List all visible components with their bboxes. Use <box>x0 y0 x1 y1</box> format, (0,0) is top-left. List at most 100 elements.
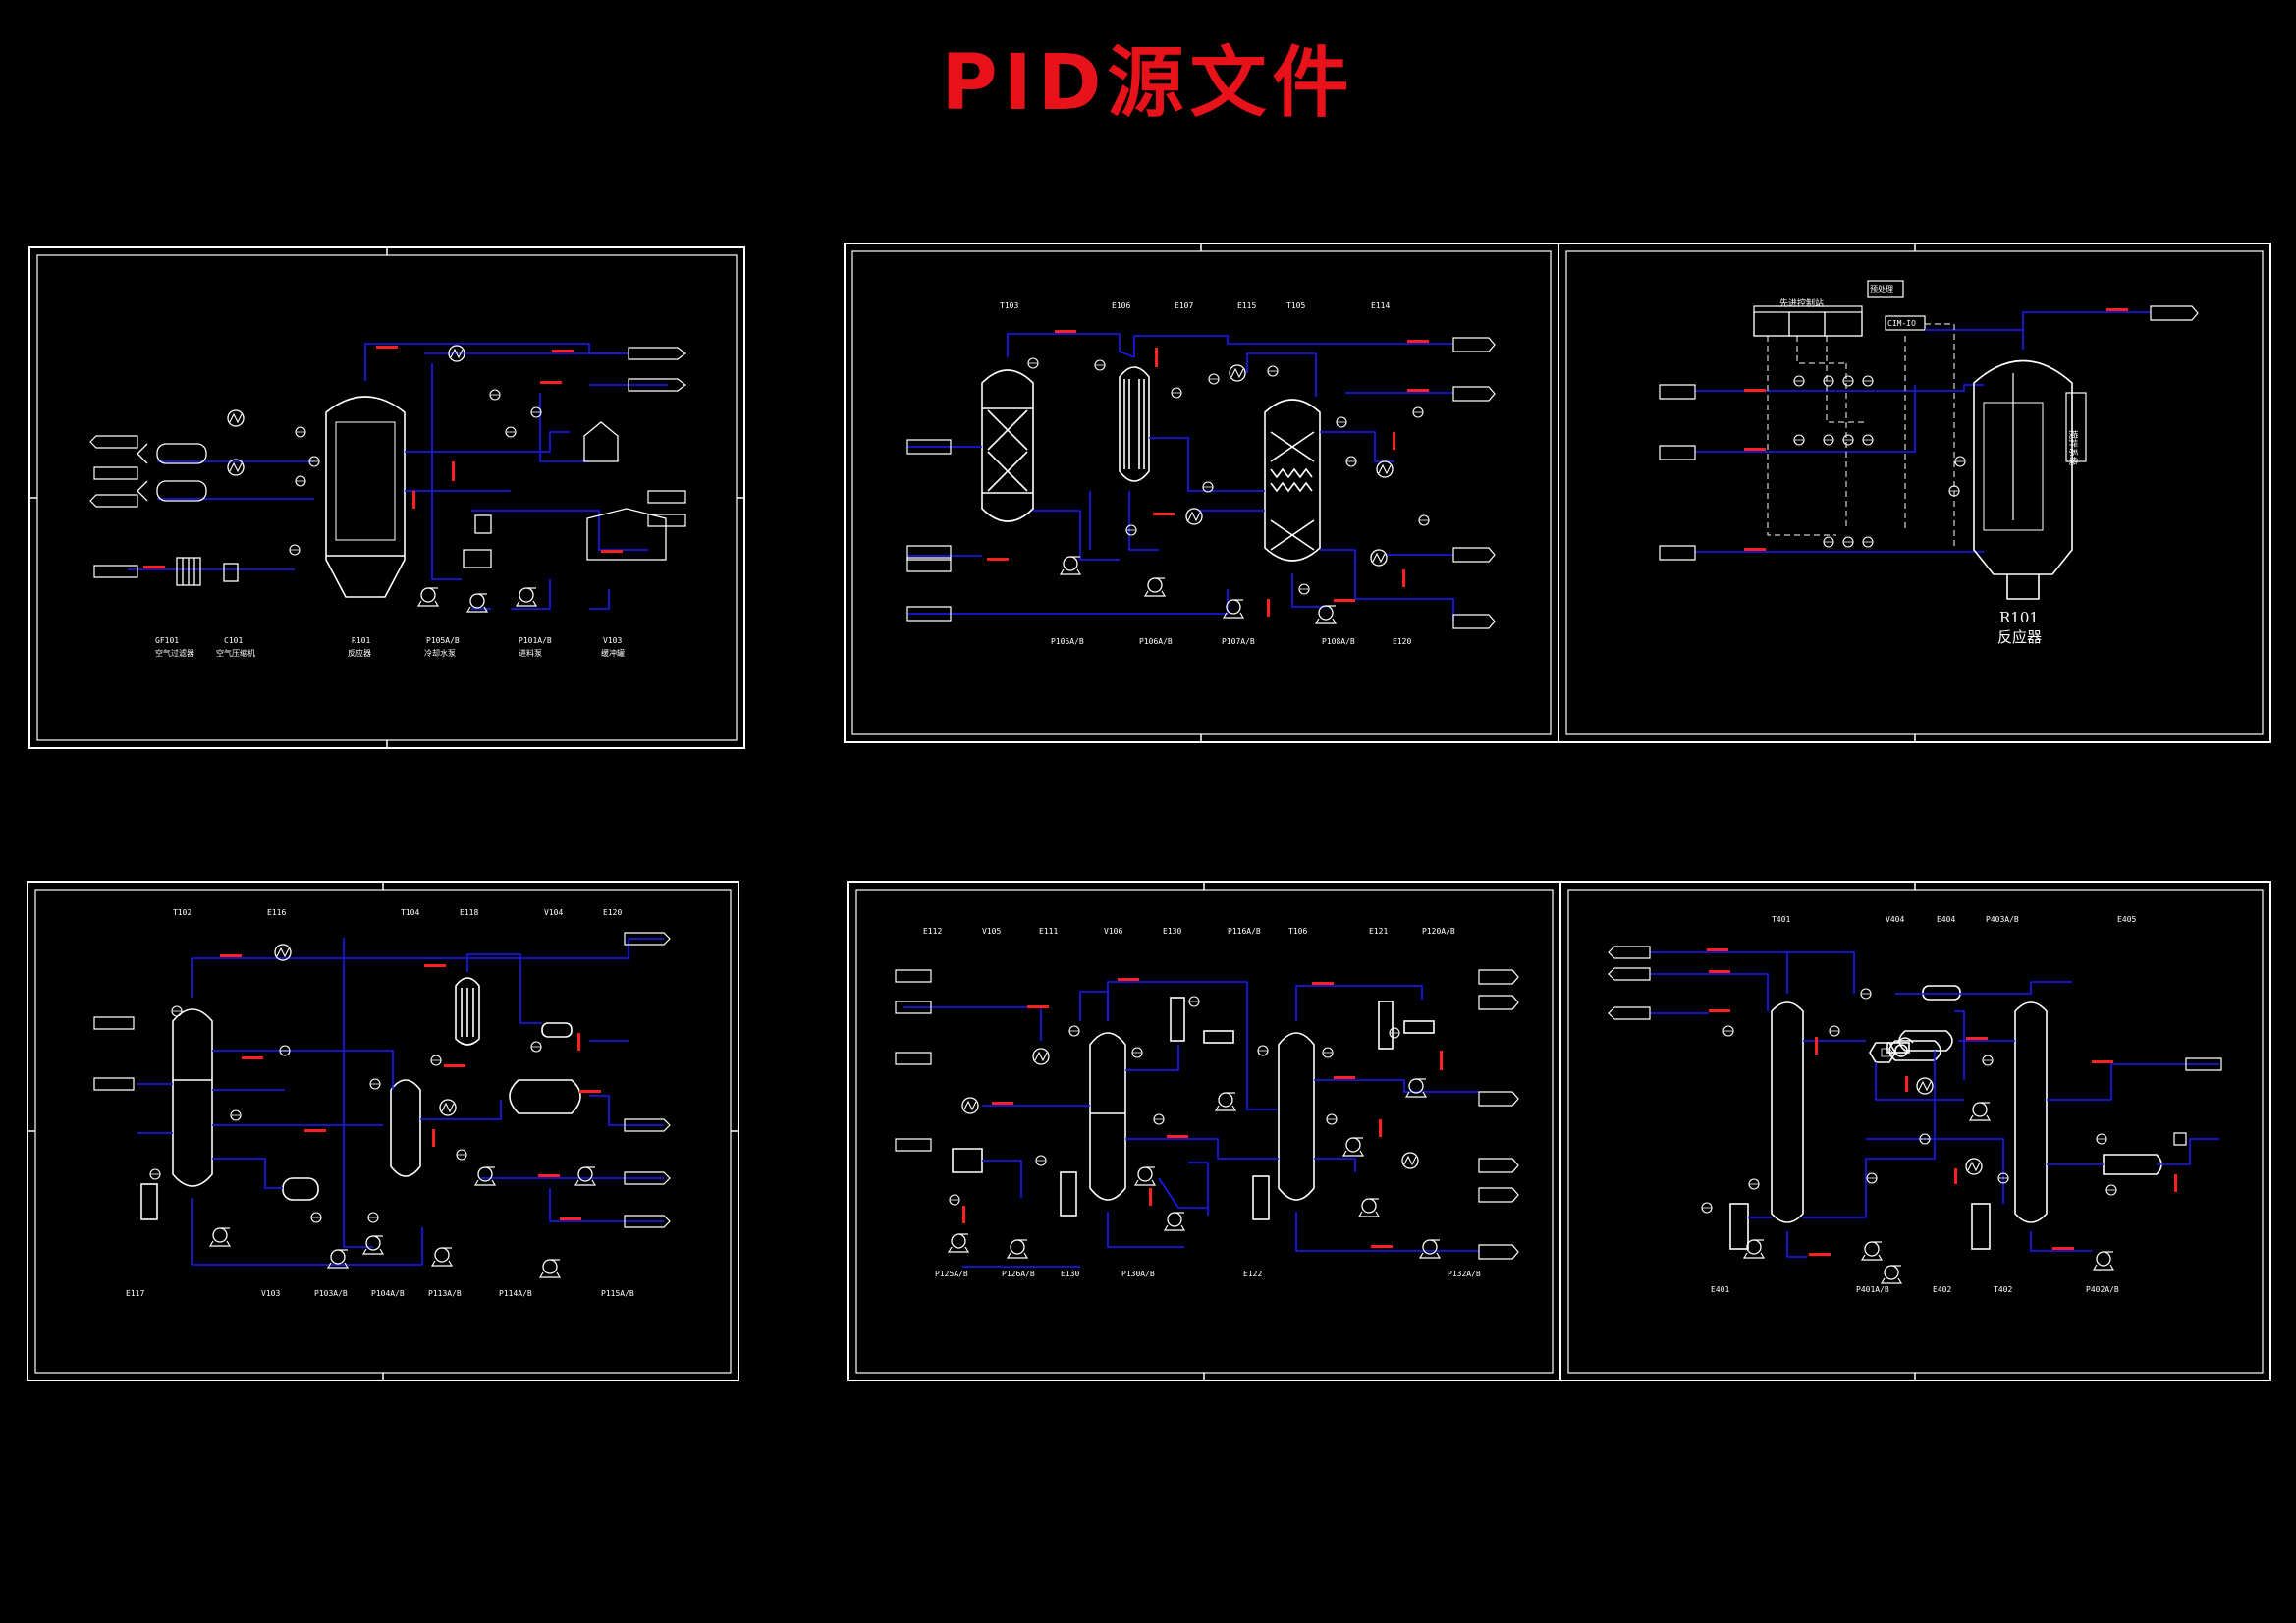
sheet6-connectors <box>1608 946 2222 1146</box>
s4-eq-0: T102 <box>173 908 191 917</box>
sheet5-tags <box>962 978 1443 1248</box>
sheet3-instruments <box>1793 375 1966 548</box>
s4-cap-2: P103A/B <box>314 1289 348 1298</box>
s5-cap-3: P130A/B <box>1121 1270 1155 1278</box>
block-preprocess: 预处理 <box>1870 284 1893 294</box>
sheet2-pipes <box>907 333 1454 621</box>
s4-eq-3: E118 <box>460 908 478 917</box>
s5-eq-6: T106 <box>1288 927 1307 936</box>
sheet-1-reactor-section: GF101 C101 R101 P105A/B P101A/B V103 空气过… <box>89 343 686 658</box>
s1-cap-0: 空气过滤器 <box>155 648 194 658</box>
sheet-2-column-section: T103 E106 E107 E115 T105 E114 P105A/B P1… <box>906 301 1496 646</box>
s2-eq-0: T103 <box>1000 301 1018 310</box>
sheet5-connectors <box>895 969 1519 1260</box>
sheet3-connectors <box>1659 305 2199 561</box>
s2-eq-3: E115 <box>1237 301 1256 310</box>
s1-cap-3: 冷却水泵 <box>424 648 456 658</box>
line-tags <box>143 346 623 568</box>
control-blocks <box>1753 280 1926 337</box>
s4-cap-0: E117 <box>126 1289 144 1298</box>
line-connectors <box>89 347 686 578</box>
s6-eq-4: E405 <box>2117 915 2136 924</box>
s1-eq-3: P105A/B <box>426 636 460 645</box>
s6-cap-3: T402 <box>1994 1285 2012 1294</box>
sheet5-pipes <box>903 981 1479 1268</box>
sheet2-labels: T103 E106 E107 E115 T105 E114 P105A/B P1… <box>1000 301 1411 646</box>
s4-cap-4: P113A/B <box>428 1289 462 1298</box>
s4-cap-6: P115A/B <box>601 1289 634 1298</box>
s2-cap-4: E120 <box>1393 637 1411 646</box>
s5-eq-2: E111 <box>1039 927 1058 936</box>
s6-cap-2: E402 <box>1933 1285 1951 1294</box>
s5-cap-5: P132A/B <box>1448 1270 1481 1278</box>
pipes <box>128 343 668 610</box>
reactor-name: 反应器 <box>1997 628 2042 646</box>
sheet6-tags <box>1707 948 2177 1256</box>
s6-cap-1: P401A/B <box>1856 1285 1889 1294</box>
s6-cap-4: P402A/B <box>2086 1285 2119 1294</box>
sheet-6-column-section: T401 V404 E404 P403A/B E405 E401 P401A/B… <box>1608 915 2222 1294</box>
s2-eq-1: E106 <box>1112 301 1130 310</box>
s5-eq-4: E130 <box>1163 927 1181 936</box>
s6-eq-3: P403A/B <box>1986 915 2019 924</box>
sheet2-tags <box>987 330 1429 617</box>
sheet1-equipment <box>137 421 667 586</box>
sheet5-vessels <box>952 997 1435 1220</box>
s1-cap-2: 反应器 <box>348 648 371 658</box>
sheet3-tags <box>1744 308 2128 551</box>
sheet4-labels: T102 E116 T104 E118 V104 E120 E117 V103 … <box>126 908 634 1298</box>
s6-eq-1: V404 <box>1886 915 1904 924</box>
sheet3-pipes <box>1695 311 2151 553</box>
s1-eq-5: V103 <box>603 636 622 645</box>
s4-eq-5: E120 <box>603 908 622 917</box>
sheet4-vessels <box>140 977 581 1220</box>
agitator-system-label: 搅拌系统 <box>2067 430 2079 465</box>
s5-eq-5: P116A/B <box>1228 927 1261 936</box>
s5-eq-0: E112 <box>923 927 942 936</box>
s1-eq-0: GF101 <box>155 636 179 645</box>
s5-eq-1: V105 <box>982 927 1001 936</box>
s2-eq-5: E114 <box>1371 301 1390 310</box>
reactor-vessel-r101 <box>325 396 406 598</box>
sheet-3-control-section: 先进控制站 预处理 CIM-IO <box>1659 280 2199 646</box>
reactor-r101-detail <box>1973 359 2087 600</box>
s1-cap-5: 缓冲罐 <box>601 648 625 658</box>
s4-cap-5: P114A/B <box>499 1289 532 1298</box>
s4-cap-3: P104A/B <box>371 1289 405 1298</box>
s6-eq-2: E404 <box>1937 915 1955 924</box>
sheet6-labels: T401 V404 E404 P403A/B E405 E401 P401A/B… <box>1711 915 2136 1294</box>
s2-cap-1: P106A/B <box>1139 637 1173 646</box>
s4-eq-4: V104 <box>544 908 563 917</box>
block-apc: 先进控制站 <box>1779 298 1824 309</box>
s1-cap-4: 进料泵 <box>519 648 542 658</box>
page-title: PID源文件 <box>941 39 1355 128</box>
s1-eq-1: C101 <box>224 636 243 645</box>
sheet4-tags <box>220 954 601 1220</box>
sheet1-labels: GF101 C101 R101 P105A/B P101A/B V103 空气过… <box>155 636 625 658</box>
s4-eq-1: E116 <box>267 908 286 917</box>
s5-eq-7: E121 <box>1369 927 1388 936</box>
s2-cap-0: P105A/B <box>1051 637 1084 646</box>
s1-cap-1: 空气压缩机 <box>216 648 255 658</box>
sheet-4-column-section: T102 E116 T104 E118 V104 E120 E117 V103 … <box>93 908 671 1298</box>
s1-eq-4: P101A/B <box>519 636 552 645</box>
reactor-tag: R101 <box>1999 609 2039 626</box>
s5-cap-2: E130 <box>1061 1270 1079 1278</box>
s1-eq-2: R101 <box>352 636 370 645</box>
sheet6-vessels <box>1729 985 2162 1250</box>
sheet3-dashes <box>1767 323 1955 550</box>
s2-eq-2: E107 <box>1175 301 1193 310</box>
s5-cap-4: E122 <box>1243 1270 1262 1278</box>
sheet6-pipes <box>1650 951 2219 1258</box>
sheet4-connectors <box>93 932 671 1228</box>
s2-cap-2: P107A/B <box>1222 637 1255 646</box>
s5-eq-3: V106 <box>1104 927 1122 936</box>
frame-ticks <box>27 243 1916 1380</box>
sheet2-vessels <box>981 366 1321 562</box>
s2-eq-4: T105 <box>1286 301 1305 310</box>
s4-eq-2: T104 <box>401 908 419 917</box>
sheet5-labels: E112 V105 E111 V106 E130 P116A/B T106 E1… <box>923 927 1481 1278</box>
sheet4-pipes <box>137 938 664 1266</box>
sheet2-connectors <box>906 337 1496 629</box>
